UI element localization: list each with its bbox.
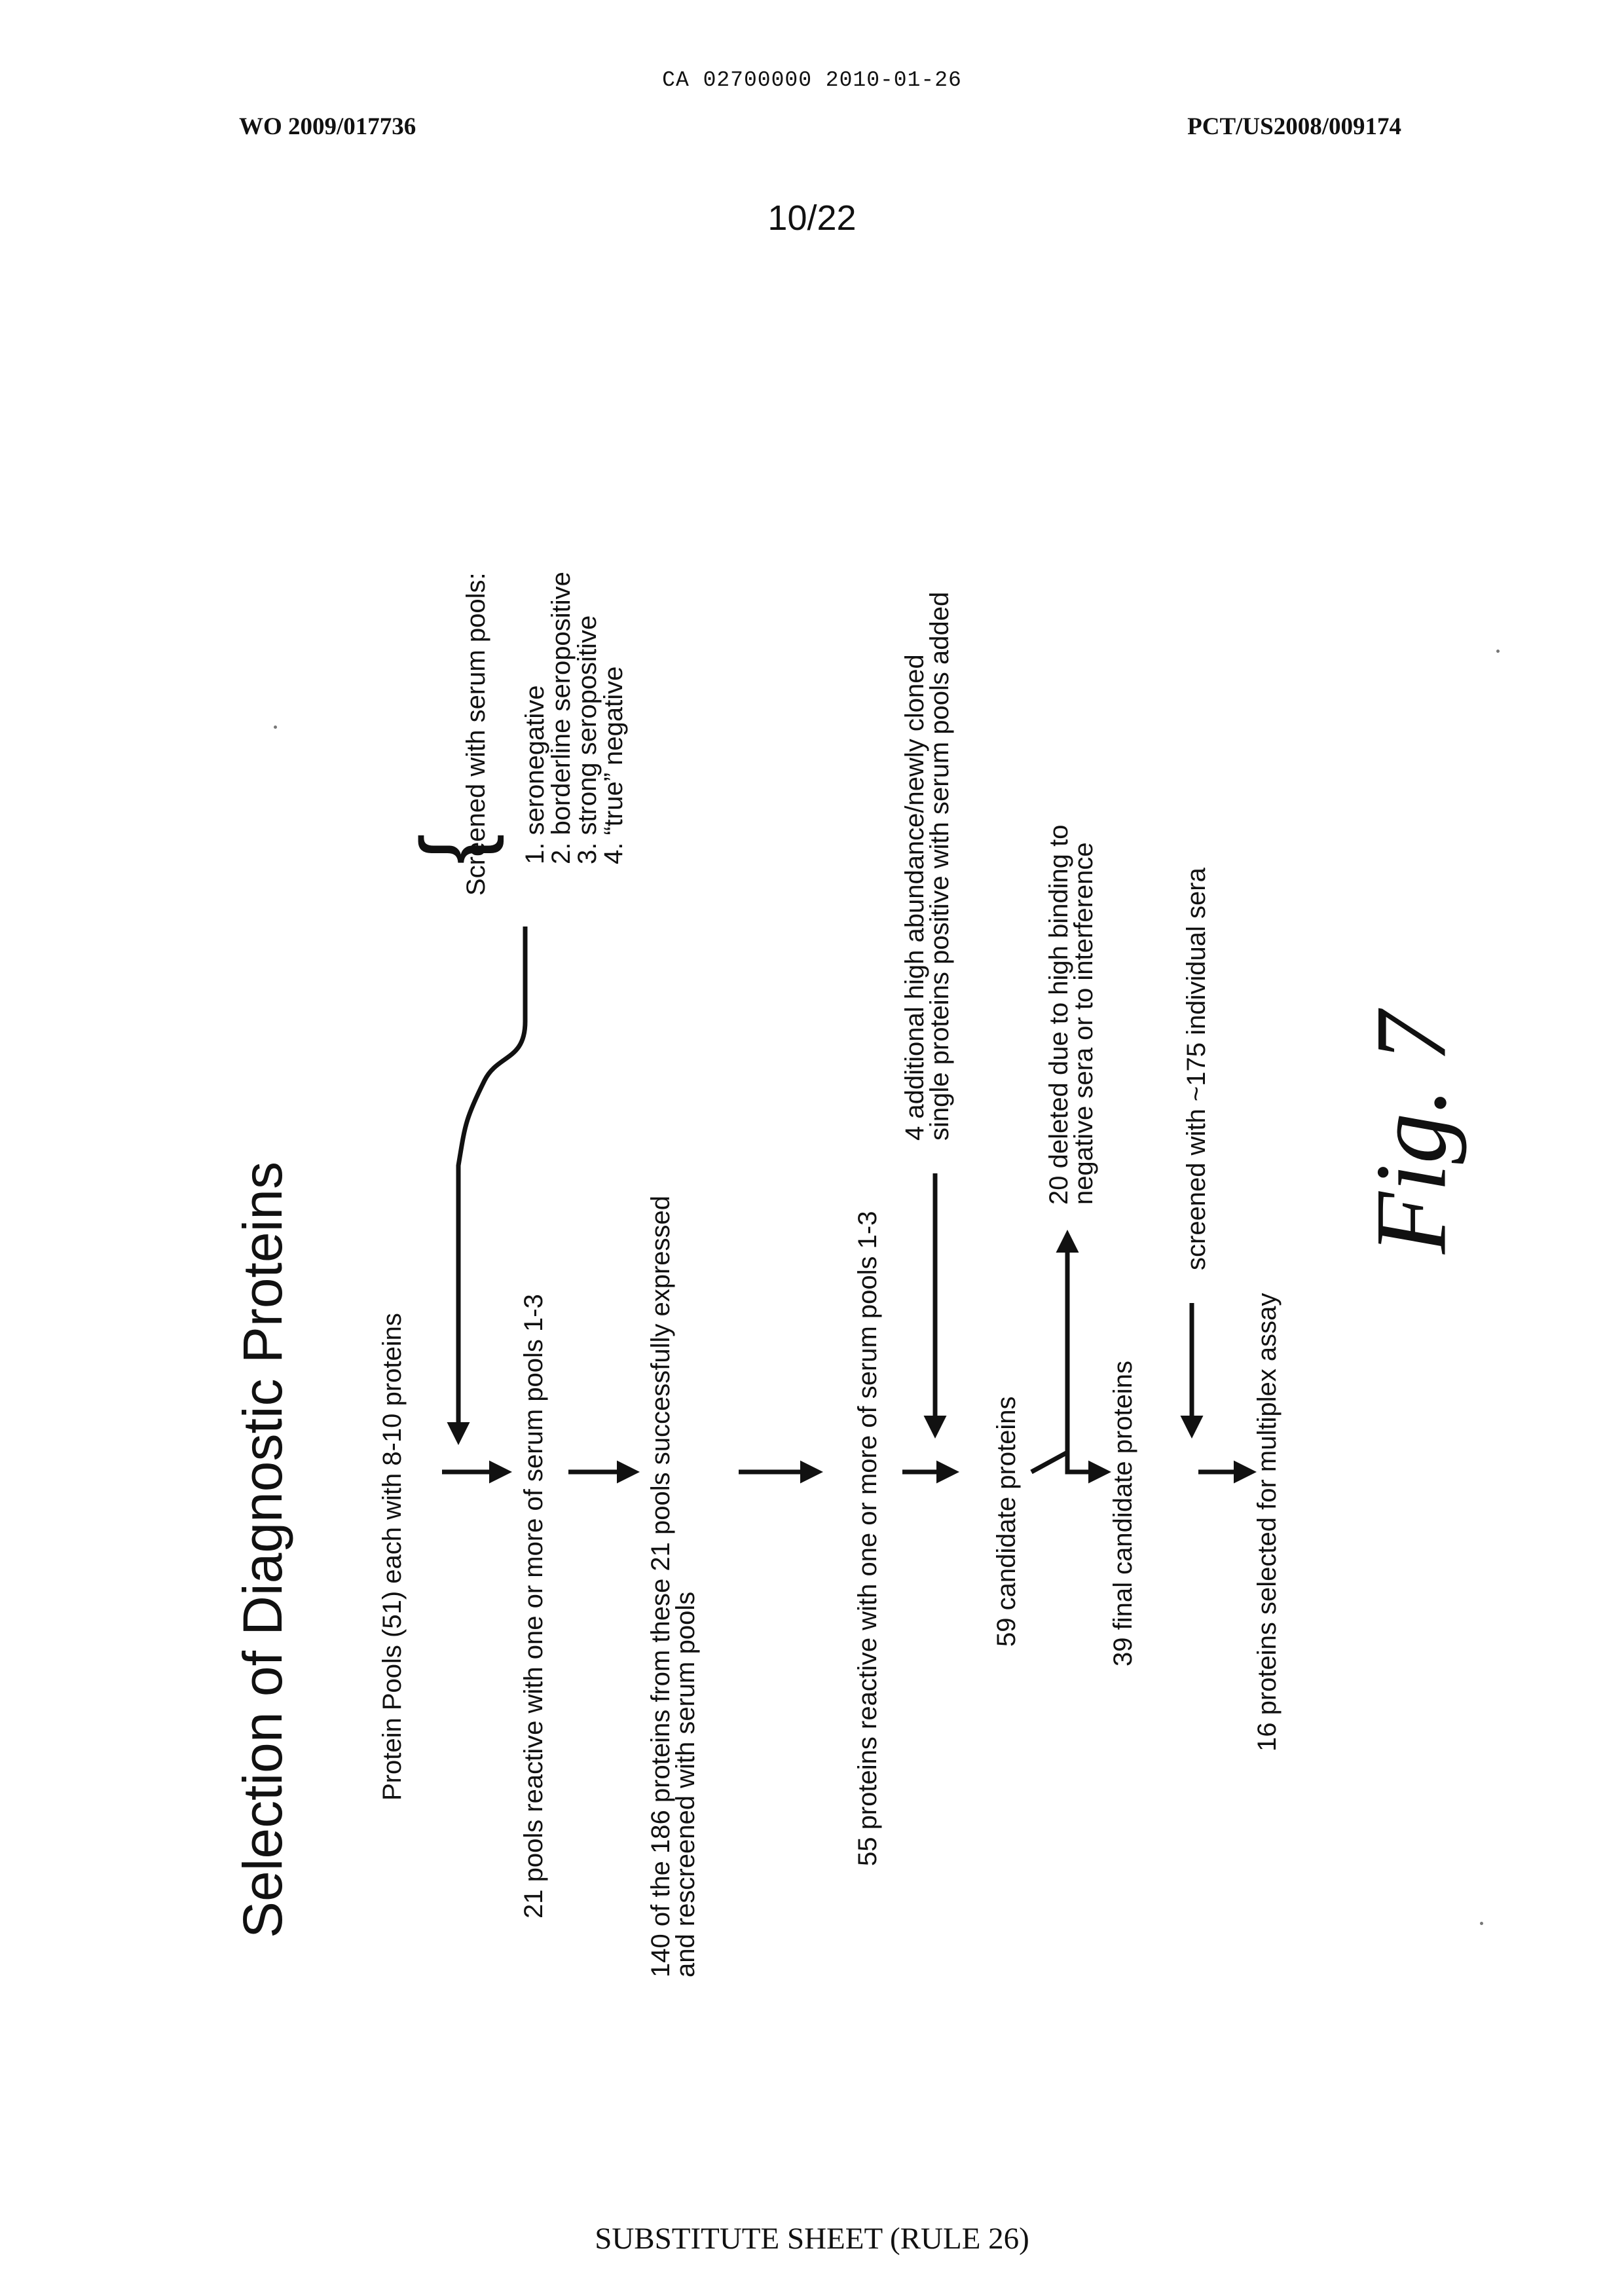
pool-item-2: 2. borderline seropositive (547, 572, 576, 864)
application-number: PCT/US2008/009174 (1187, 113, 1401, 141)
pool-item-1: 1. seronegative (521, 685, 549, 864)
pool-item-3: 3. strong seropositive (573, 615, 602, 864)
step-39-final: 39 final candidate proteins (1109, 1361, 1137, 1666)
arrow-screening-to-pools (458, 927, 525, 1441)
figure-label: Fig. 7 (1353, 1012, 1470, 1254)
document-stamp: CA 02700000 2010-01-26 (0, 68, 1624, 92)
arrow-step-5-kinked (1031, 1452, 1107, 1472)
scan-speck (1496, 650, 1500, 653)
step-21-pools: 21 pools reactive with one or more of se… (519, 1294, 548, 1919)
scan-speck (274, 725, 277, 729)
step-140-proteins-line2: and rescreened with serum pools (671, 1592, 700, 1977)
flowchart: Selection of Diagnostic Proteins Protein… (196, 419, 1441, 1991)
step-59-candidates: 59 candidate proteins (992, 1397, 1021, 1647)
step-55-proteins: 55 proteins reactive with one or more of… (853, 1211, 882, 1867)
diagram-title: Selection of Diagnostic Proteins (232, 1162, 293, 1938)
note-deleted-line2: negative sera or to interference (1069, 842, 1098, 1205)
step-protein-pools: Protein Pools (51) each with 8-10 protei… (378, 1313, 407, 1801)
pool-item-4: 4. “true” negative (599, 667, 628, 864)
footer-note: SUBSTITUTE SHEET (RULE 26) (0, 2221, 1624, 2256)
sheet-number: 10/22 (0, 198, 1624, 238)
note-added-line2: single proteins positive with serum pool… (925, 592, 954, 1141)
publication-number: WO 2009/017736 (239, 113, 416, 141)
pools-brace: { (401, 834, 504, 864)
step-16-selected: 16 proteins selected for multiplex assay (1253, 1293, 1282, 1752)
note-individual-sera: screened with ~175 individual sera (1182, 867, 1211, 1270)
scan-speck (1480, 1922, 1483, 1925)
